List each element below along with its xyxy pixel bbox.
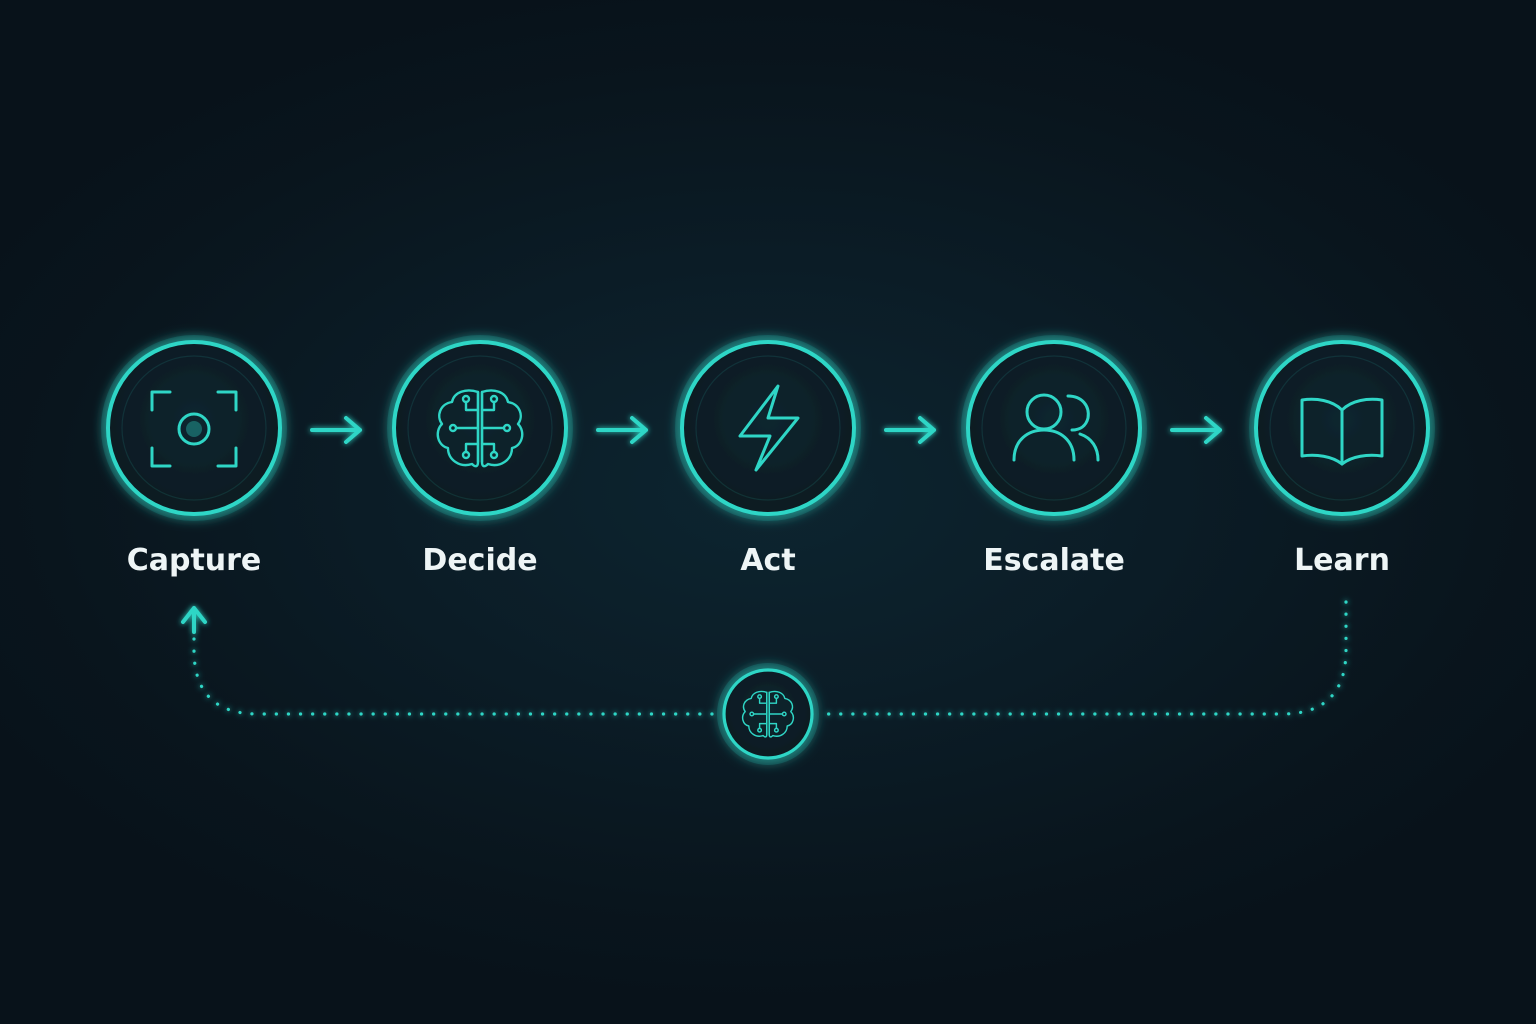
feedback-brain-node (717, 663, 819, 765)
step-label: Escalate (983, 543, 1125, 578)
open-book-icon (1300, 397, 1384, 466)
arrow-right-icon (884, 416, 936, 444)
brain-circuit-icon (436, 389, 524, 468)
arrow-right-icon (1170, 416, 1222, 444)
step-decide: Decide (387, 335, 573, 578)
feedback-loop-path-right (824, 600, 1348, 716)
camera-focus-icon (150, 390, 238, 468)
users-icon (1012, 393, 1100, 462)
feedback-loop-arrowhead-icon (181, 606, 207, 634)
step-capture: Capture (101, 335, 287, 578)
step-label: Decide (422, 543, 537, 578)
step-learn: Learn (1249, 335, 1435, 578)
step-label: Learn (1294, 543, 1390, 578)
step-label: Act (740, 543, 795, 578)
feedback-loop (181, 600, 1348, 765)
step-arrows (310, 416, 1222, 444)
step-label: Capture (127, 543, 262, 578)
feedback-loop-path-left (192, 626, 714, 716)
arrow-right-icon (310, 416, 362, 444)
step-escalate: Escalate (961, 335, 1147, 578)
lightning-bolt-icon (738, 384, 800, 472)
arrow-right-icon (596, 416, 648, 444)
step-act: Act (675, 335, 861, 578)
